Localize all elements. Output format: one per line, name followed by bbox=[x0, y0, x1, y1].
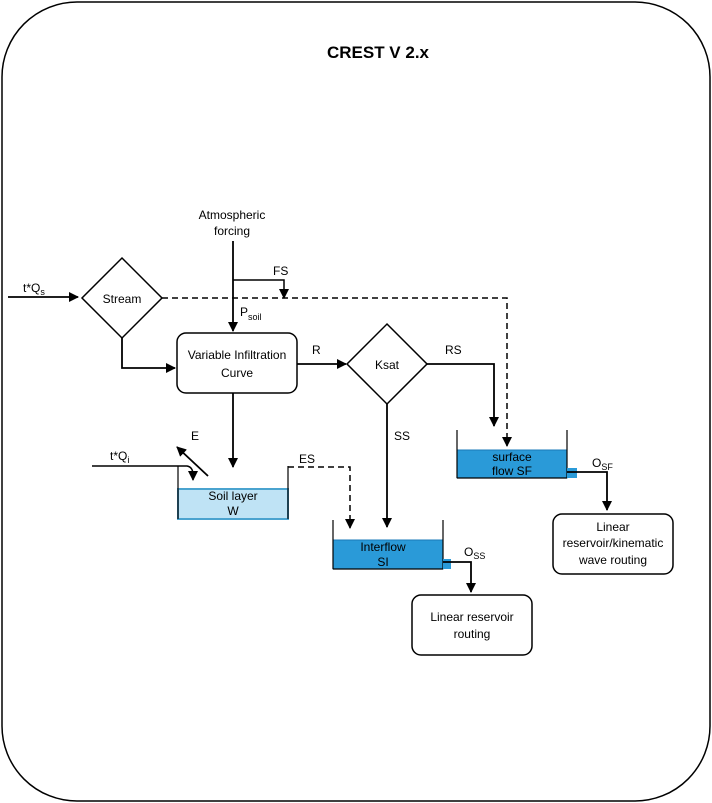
vic-label-2: Curve bbox=[221, 366, 253, 380]
interflow-label-2: SI bbox=[377, 555, 388, 569]
tqi-label: t*Qi bbox=[110, 449, 129, 465]
linear-kinematic-label-2: reservoir/kinematic bbox=[563, 536, 664, 550]
osf-arrow bbox=[567, 471, 612, 511]
oss-label: OSS bbox=[464, 545, 485, 561]
atmospheric-line1: Atmospheric bbox=[199, 208, 266, 222]
linear-reservoir-box bbox=[411, 594, 533, 656]
tqi-arrow bbox=[92, 465, 198, 481]
tqs-label: t*Qs bbox=[23, 281, 45, 297]
vic-label-1: Variable Infiltration bbox=[188, 348, 287, 362]
ksat-label: Ksat bbox=[375, 358, 400, 372]
es-dashed-arrow bbox=[288, 466, 355, 529]
atmospheric-forcing-label-2: forcing bbox=[214, 224, 250, 238]
surface-label-1: surface bbox=[492, 450, 532, 464]
ss-label: SS bbox=[394, 429, 410, 443]
r-label: R bbox=[312, 343, 321, 357]
vic-box bbox=[176, 332, 298, 394]
rs-arrow bbox=[427, 363, 499, 427]
stream-to-surface-dashed bbox=[162, 297, 512, 447]
e-arrow bbox=[176, 446, 209, 477]
stream-to-vic-arrow bbox=[121, 338, 176, 373]
stream-label: Stream bbox=[103, 292, 142, 306]
rs-label: RS bbox=[445, 343, 462, 357]
fs-branch-arrow bbox=[233, 279, 289, 299]
linear-reservoir-label-1: Linear reservoir bbox=[430, 610, 513, 624]
osf-label: OSF bbox=[592, 456, 613, 472]
oss-arrow bbox=[443, 561, 476, 593]
soil-label-1: Soil layer bbox=[208, 489, 257, 503]
interflow-outlet bbox=[443, 559, 451, 569]
soil-label-2: W bbox=[227, 504, 239, 518]
e-label: E bbox=[191, 429, 199, 443]
linear-kinematic-label-3: wave routing bbox=[578, 553, 647, 567]
surface-label-2: flow SF bbox=[492, 464, 532, 478]
diagram-title: CREST V 2.x bbox=[327, 43, 430, 62]
es-label: ES bbox=[299, 452, 315, 466]
linear-kinematic-label-1: Linear bbox=[596, 520, 629, 534]
psoil-label: Psoil bbox=[240, 305, 262, 322]
linear-reservoir-label-2: routing bbox=[454, 627, 491, 641]
linear-kinematic-box bbox=[552, 513, 674, 575]
soil-layer-fill bbox=[177, 488, 289, 520]
fs-label: FS bbox=[273, 264, 288, 278]
atmospheric-forcing-label: Atmospheric bbox=[199, 208, 266, 222]
surface-outlet bbox=[567, 468, 577, 478]
interflow-label-1: Interflow bbox=[360, 540, 406, 554]
